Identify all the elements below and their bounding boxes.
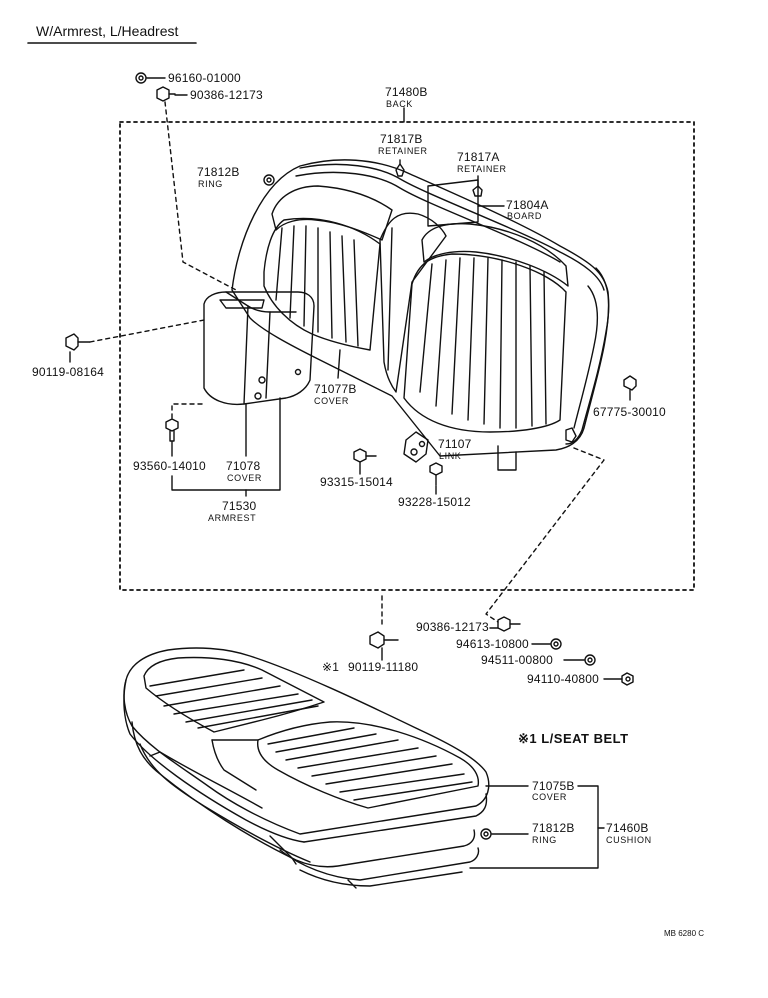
label-93228: 93228-15012 xyxy=(398,495,471,509)
label-board: BOARD xyxy=(507,211,543,221)
label-71812b-top: 71812B xyxy=(197,165,240,179)
label-94511: 94511-00800 xyxy=(481,653,554,667)
bolt-90386-lower-icon xyxy=(497,616,521,632)
label-ring-top: RING xyxy=(198,179,223,189)
washer-94511-icon xyxy=(584,654,596,666)
leader-71077b xyxy=(337,349,341,379)
label-71817a: 71817A xyxy=(457,150,500,164)
dashed-hinge-to-bolt xyxy=(485,447,605,623)
bracket-71530 xyxy=(171,397,281,491)
nut-96160-icon xyxy=(135,72,147,84)
label-71460b: 71460B xyxy=(606,821,649,835)
board-71804a xyxy=(427,179,479,227)
seat-belt-note: ※1 L/SEAT BELT xyxy=(518,731,629,746)
label-retainer-b: RETAINER xyxy=(378,146,428,156)
clip-67775-icon xyxy=(623,375,637,391)
screw-93315-icon xyxy=(353,448,377,463)
label-94613: 94613-10800 xyxy=(456,637,529,651)
label-armrest: ARMREST xyxy=(208,513,257,523)
label-71530: 71530 xyxy=(222,499,257,513)
dashed-bolt-to-armrest xyxy=(164,101,237,291)
label-cover-cushion: COVER xyxy=(532,792,568,802)
bracket-71460b xyxy=(469,785,599,869)
drawing-code: MB 6280 C xyxy=(664,929,705,938)
label-71817b: 71817B xyxy=(380,132,423,146)
label-71812b-lower: 71812B xyxy=(532,821,575,835)
label-71480b: 71480B xyxy=(385,85,428,99)
diagram-title: W/Armrest, L/Headrest xyxy=(36,23,179,39)
label-90119-11180: 90119-11180 xyxy=(348,660,419,674)
label-71077b: 71077B xyxy=(314,382,357,396)
ring-71812b-icon xyxy=(263,174,275,186)
label-cushion: CUSHION xyxy=(606,835,652,845)
label-94110: 94110-40800 xyxy=(527,672,600,686)
label-90119-08164: 90119-08164 xyxy=(32,365,105,379)
label-67775: 67775-30010 xyxy=(593,405,666,419)
screw-93560-icon xyxy=(165,418,179,442)
dashed-bolt-to-armrest-side xyxy=(89,319,205,343)
label-71804a: 71804A xyxy=(506,198,549,212)
label-96160: 96160-01000 xyxy=(168,71,241,85)
ring-71812b-lower-icon xyxy=(480,828,492,840)
seat-cushion xyxy=(123,647,490,889)
label-93560: 93560-14010 xyxy=(133,459,206,473)
screw-93228-icon xyxy=(429,462,443,486)
label-93315: 93315-15014 xyxy=(320,475,393,489)
bolt-90386-icon xyxy=(156,86,176,102)
label-cover-back: COVER xyxy=(314,396,350,406)
dashed-screw-to-armrest xyxy=(171,403,205,419)
label-71078: 71078 xyxy=(226,459,261,473)
bolt-90119-08164-icon xyxy=(65,333,91,351)
back-assembly-boundary xyxy=(119,121,695,591)
washer-94613-icon xyxy=(550,638,562,650)
seat-back xyxy=(231,159,610,471)
retainer-71817a-icon xyxy=(472,185,483,197)
label-90386-top: 90386-12173 xyxy=(190,88,263,102)
label-retainer-a: RETAINER xyxy=(457,164,507,174)
nut-94110-icon xyxy=(621,672,634,686)
label-71075b: 71075B xyxy=(532,779,575,793)
label-90386-lower: 90386-12173 xyxy=(416,620,489,634)
bolt-90119-11180-icon xyxy=(369,631,399,649)
retainer-71817b-icon xyxy=(395,163,405,177)
label-cover-arm: COVER xyxy=(227,473,263,483)
link-71107-icon xyxy=(403,431,429,463)
armrest-71530 xyxy=(203,291,315,406)
label-link: LINK xyxy=(439,451,462,461)
label-back: BACK xyxy=(386,99,413,109)
label-mark1: ※1 xyxy=(322,660,340,674)
label-71107: 71107 xyxy=(438,437,472,451)
label-ring-lower: RING xyxy=(532,835,557,845)
